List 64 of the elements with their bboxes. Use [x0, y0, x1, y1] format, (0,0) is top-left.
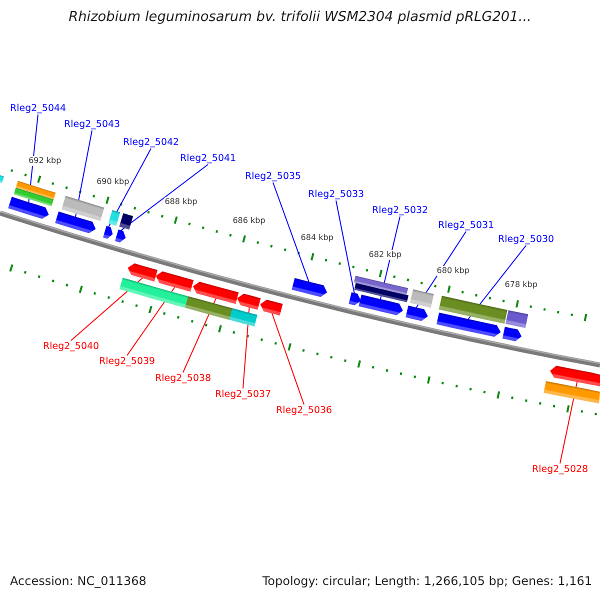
gene-label: Rleg2_5037: [215, 389, 272, 400]
gene-bar: [14, 188, 54, 206]
gene-bar: [506, 310, 528, 328]
gene-block: [115, 230, 126, 242]
scale-label: 690 kbp: [96, 177, 130, 187]
gene-label: Rleg2_5031: [438, 220, 494, 231]
gene-block: [156, 271, 194, 292]
map-title: Rhizobium leguminosarum bv. trifolii WSM2304 plasmid pRLG201...: [68, 9, 532, 25]
gene-bar: [62, 196, 104, 221]
gene-block: [8, 196, 49, 219]
gene-bar: [119, 213, 134, 230]
topology-text: Topology: circular; Length: 1,266,105 bp; Genes: 1,161: [262, 574, 592, 588]
gene-bar: [16, 180, 56, 200]
gene-bar: [410, 289, 434, 308]
gene-block: [237, 294, 261, 310]
gene-block: [128, 263, 158, 282]
gene-label: Rleg2_5036: [276, 405, 332, 416]
gene-bar: [119, 278, 188, 308]
gene-block: [292, 278, 328, 297]
gene-label: Rleg2_5028: [532, 464, 588, 475]
gene-block: [103, 226, 113, 239]
leader-line: [336, 200, 355, 294]
gene-bar: [229, 308, 258, 326]
gene-bar: [354, 276, 408, 295]
leader-line: [416, 231, 466, 308]
leader-line: [272, 182, 310, 283]
gene-label: Rleg2_5042: [123, 137, 180, 148]
leader-line: [182, 298, 217, 373]
gene-block: [55, 212, 96, 234]
gene-bar: [0, 174, 4, 184]
gene-label: Rleg2_5040: [43, 341, 100, 352]
scale-label: 684 kbp: [300, 233, 334, 244]
scale-label: 692 kbp: [28, 156, 62, 166]
gene-label: Rleg2_5043: [64, 119, 120, 130]
gene-block: [193, 282, 239, 304]
gene-label: Rleg2_5041: [180, 153, 236, 164]
gene-label: Rleg2_5044: [10, 103, 66, 114]
gene-block: [358, 294, 403, 316]
scale-label: 688 kbp: [164, 196, 198, 207]
gene-label: Rleg2_5032: [372, 205, 428, 216]
gene-bar: [438, 296, 508, 324]
gene-block: [260, 300, 283, 316]
gene-bar: [184, 296, 234, 320]
accession-text: Accession: NC_011368: [10, 574, 146, 588]
gene-bar: [108, 210, 120, 226]
gene-label: Rleg2_5039: [99, 356, 156, 367]
gene-label: Rleg2_5038: [155, 373, 212, 384]
scale-label: 678 kbp: [504, 280, 538, 290]
leader-line: [120, 164, 208, 232]
gene-block: [406, 306, 428, 321]
gene-label: Rleg2_5030: [498, 234, 554, 245]
gene-block: [348, 292, 361, 306]
leader-line: [108, 148, 152, 228]
gene-block: [502, 326, 522, 342]
gene-label: Rleg2_5035: [245, 171, 302, 182]
leader-line: [271, 312, 304, 405]
scale-label: 680 kbp: [436, 266, 470, 276]
gene-block: [550, 366, 600, 386]
gene-bar: [544, 381, 600, 404]
gene-bar: [354, 283, 408, 302]
scale-label: 686 kbp: [232, 216, 266, 226]
scale-label: 682 kbp: [368, 250, 402, 260]
gene-label: Rleg2_5033: [308, 189, 364, 200]
gene-block: [436, 312, 501, 337]
